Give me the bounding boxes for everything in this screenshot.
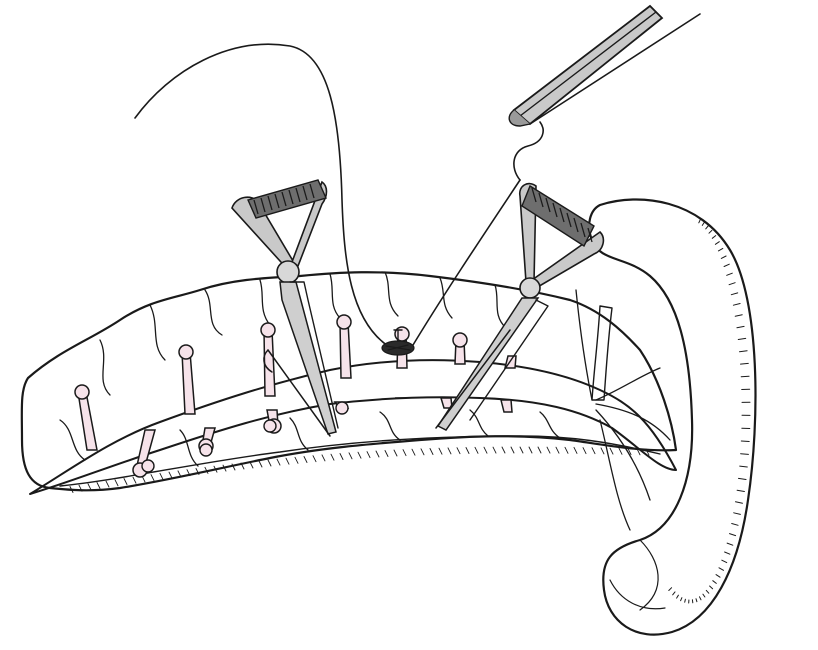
duct-branch: [260, 322, 276, 397]
duct-branch: [452, 332, 468, 365]
duct-branch: [500, 399, 513, 413]
suture: [134, 43, 544, 351]
duct-branch-bulb: [199, 443, 213, 457]
needle-holder: [508, 4, 701, 127]
retractor-left: [231, 179, 339, 437]
duct-branch: [74, 384, 98, 451]
duct-branch: [178, 344, 196, 415]
suture-knot: [381, 329, 415, 356]
duct-branch: [336, 314, 352, 379]
mesentery: [575, 289, 671, 531]
retractor-right: [435, 182, 605, 431]
duct-branch-bulb: [141, 459, 155, 473]
jejunal-loop: [588, 198, 757, 636]
duct-branch-bulb: [263, 419, 277, 433]
pancreas: [20, 271, 678, 493]
duct-branch-bulb: [335, 401, 349, 415]
pancreatic-duct: [29, 314, 677, 495]
